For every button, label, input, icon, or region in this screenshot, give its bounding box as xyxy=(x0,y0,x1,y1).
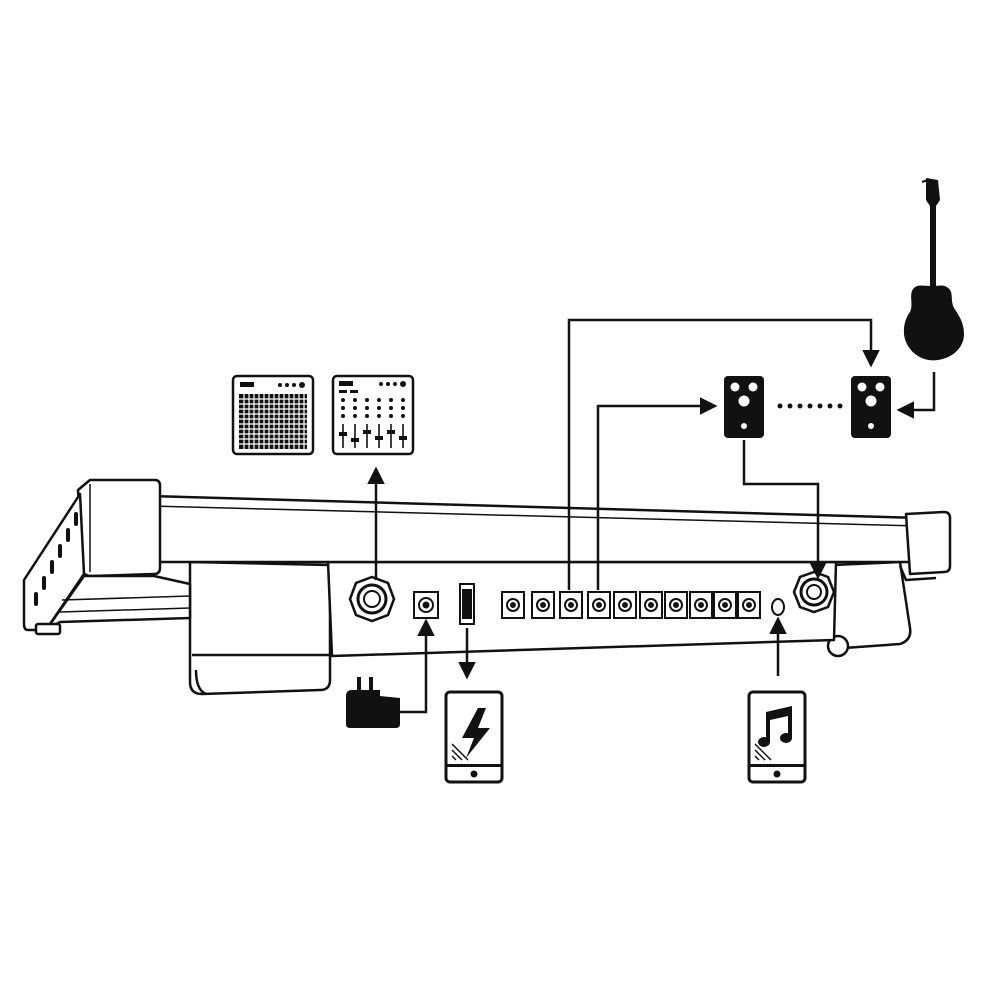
input-jack[interactable] xyxy=(792,570,836,614)
dc-output-port-10[interactable] xyxy=(737,591,761,619)
phone-music-icon xyxy=(747,690,807,784)
dc-output-port-1[interactable] xyxy=(501,591,525,619)
dc-output-port-8[interactable] xyxy=(689,591,713,619)
dc-output-port-4[interactable] xyxy=(587,591,611,619)
amplifier-icon xyxy=(231,374,315,456)
dc-input-port[interactable] xyxy=(413,591,439,619)
output-jack[interactable] xyxy=(348,575,396,623)
dc-output-port-6[interactable] xyxy=(639,591,663,619)
arrow-adapter-to-dc-input xyxy=(400,618,435,714)
arrow-dc-output-to-pedal-1 xyxy=(596,397,718,590)
usb-port[interactable] xyxy=(459,583,475,625)
effect-pedal-1-icon xyxy=(724,376,764,438)
power-adapter-icon xyxy=(346,677,400,728)
phone-charging-icon xyxy=(444,690,504,784)
pedal-chain-dots xyxy=(777,403,843,409)
dc-output-port-3[interactable] xyxy=(559,591,583,619)
pedalboard-icon xyxy=(22,478,952,696)
dc-output-port-9[interactable] xyxy=(713,591,737,619)
arrow-pedal-1-to-input-jack xyxy=(742,440,827,580)
dc-output-ports xyxy=(501,591,761,619)
electric-guitar-icon xyxy=(903,178,964,361)
arrow-dc-output-to-pedal-2 xyxy=(567,318,880,590)
dc-output-port-5[interactable] xyxy=(613,591,637,619)
dc-output-port-2[interactable] xyxy=(531,591,555,619)
aux-input-port[interactable] xyxy=(771,598,785,616)
connection-lines xyxy=(367,318,936,714)
arrow-guitar-to-pedal-2 xyxy=(896,372,936,419)
dc-output-port-7[interactable] xyxy=(664,591,688,619)
mixer-icon xyxy=(331,374,415,456)
effect-pedal-2-icon xyxy=(851,376,891,438)
